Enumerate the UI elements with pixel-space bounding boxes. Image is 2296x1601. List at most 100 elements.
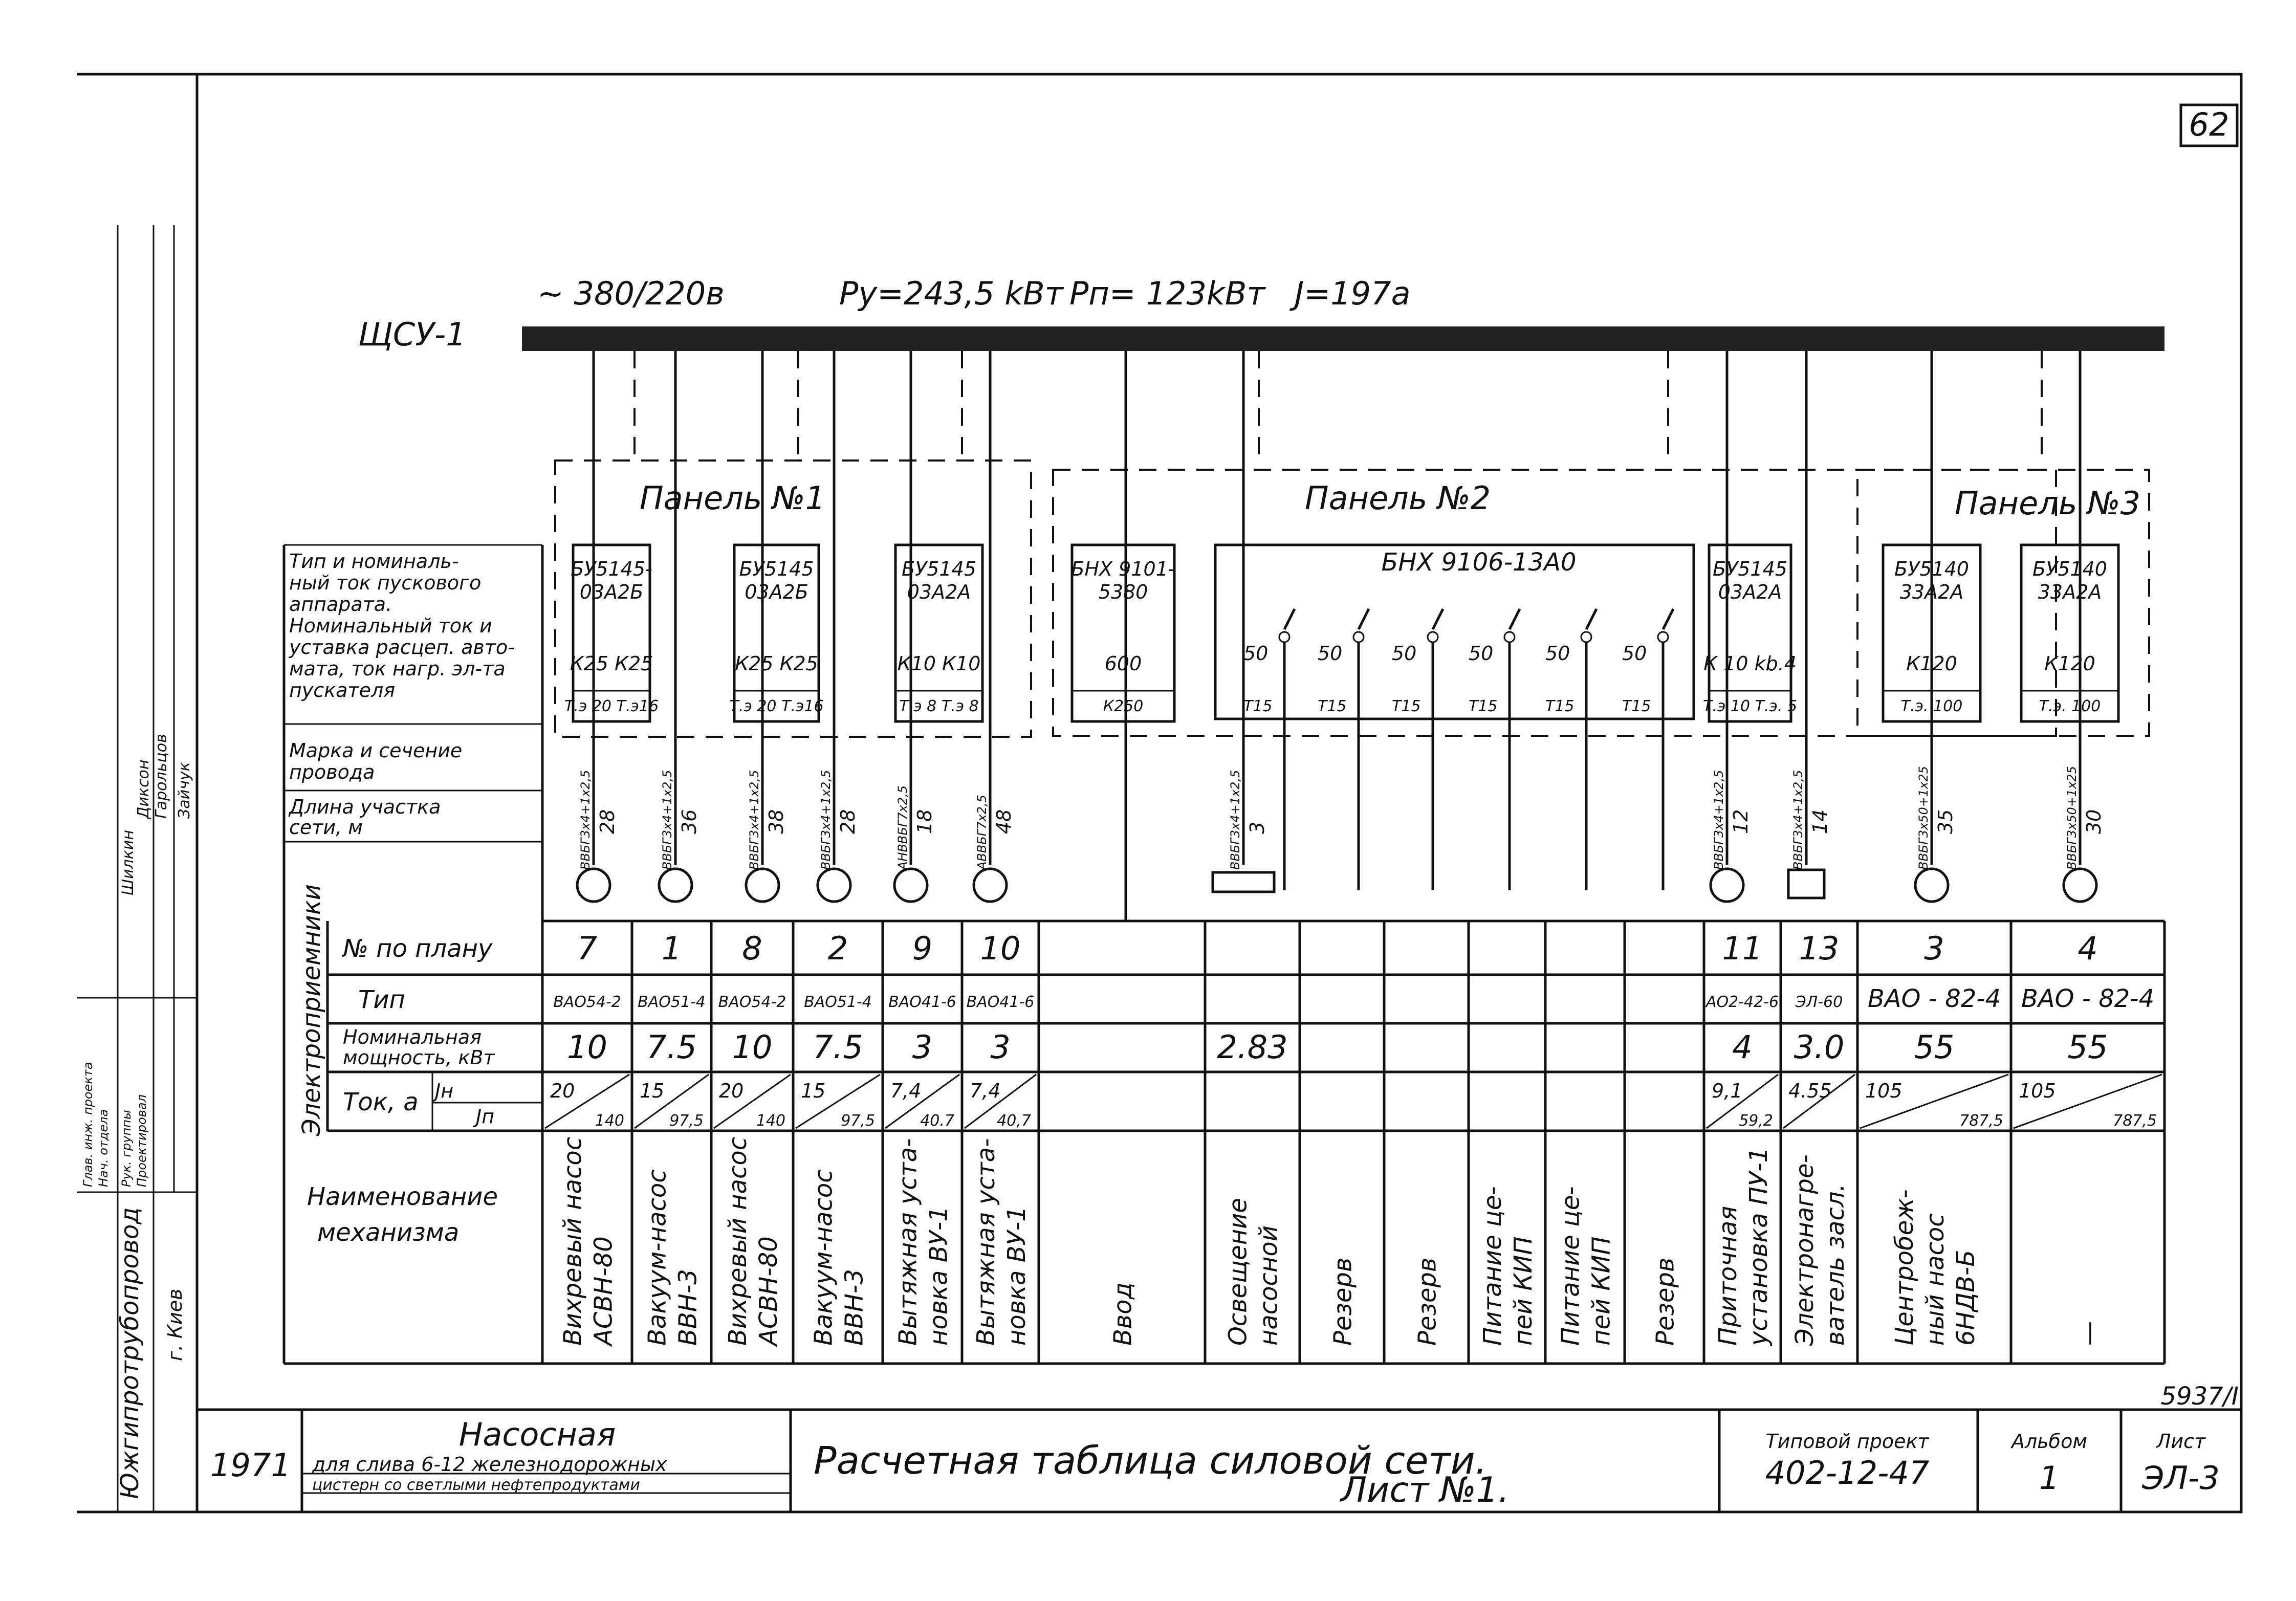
- mechanism-name: Центробеж-: [1890, 1189, 1919, 1346]
- switch-node: [1352, 631, 1365, 643]
- apparatus-type-line-2: 03А2Б: [745, 581, 808, 603]
- switch-contact: [1283, 608, 1296, 630]
- rowlabel-apparatus-line: аппарата.: [289, 593, 392, 616]
- apparatus-box: [1708, 543, 1792, 723]
- switch-rating: 50: [1622, 642, 1647, 665]
- rated-current: 7,4: [970, 1080, 1000, 1102]
- rowlabel-length-line: Длина участка: [288, 796, 441, 818]
- mechanism-name: ВВН-3: [674, 1269, 703, 1346]
- start-current: 140: [756, 1112, 785, 1130]
- feeder-wire-mark: ВВБГ3х4+1х2,5: [747, 770, 761, 870]
- plan-number: 8: [742, 930, 762, 967]
- feeder-wire-mark: ВВБГ3х50+1х25: [1916, 766, 1931, 870]
- motor-type: ВАО51-4: [804, 993, 872, 1011]
- motor-type: ВАО54-2: [718, 993, 786, 1011]
- tb-object: Насосная: [459, 1416, 616, 1453]
- side-role-1: Нач. отдела: [96, 1109, 111, 1187]
- rated-power: 55: [2068, 1028, 2108, 1066]
- tb-year: 1971: [210, 1446, 291, 1484]
- rated-current: 7,4: [890, 1080, 921, 1102]
- mechanism-name: Вихревый насос: [724, 1137, 752, 1346]
- mechanism-name: Резерв: [1651, 1258, 1680, 1346]
- switch-node: [1503, 631, 1516, 643]
- apparatus-type-line-2: 03А2А: [1718, 581, 1782, 603]
- rated-power: 10: [567, 1028, 607, 1066]
- switch-heater: Т15: [1469, 697, 1498, 715]
- plan-number: 4: [2078, 930, 2097, 967]
- rated-current: 20: [719, 1080, 744, 1102]
- current-diagonal: [795, 1073, 881, 1129]
- tb-object-desc-1: для слива 6-12 железнодорожных: [312, 1453, 667, 1476]
- motor-symbol: [1709, 867, 1745, 903]
- rated-current: 4.55: [1788, 1080, 1832, 1102]
- table-label-mech-2: механизма: [317, 1218, 459, 1247]
- rated-power: 3.0: [1794, 1028, 1845, 1066]
- plan-number: 2: [828, 930, 848, 967]
- apparatus-heater: Т.э. 100: [2039, 697, 2101, 715]
- mechanism-name: ВВН-3: [840, 1269, 869, 1346]
- plan-number: 7: [577, 930, 597, 967]
- feeder-wire-mark: ВВБГ3х4+1х2,5: [1791, 770, 1805, 870]
- panel-3-outline: [1856, 469, 2150, 737]
- switch-rating: 50: [1243, 642, 1268, 665]
- feeder-length: 36: [678, 809, 701, 834]
- bus-current: J=197а: [1289, 275, 1411, 312]
- side-role-0: Глав. инж. проекта: [81, 1062, 95, 1187]
- plan-number: 3: [1924, 930, 1944, 967]
- feeder-wire-mark: ВВБГ3х4+1х2,5: [819, 770, 833, 870]
- panel-3-label: Панель №3: [1955, 485, 2140, 522]
- tb-list-no: ЭЛ-3: [2141, 1459, 2220, 1497]
- mechanism-name: ный насос: [1921, 1213, 1950, 1346]
- rowlabel-length-line: сети, м: [289, 816, 363, 839]
- mechanism-name: Освещение: [1224, 1198, 1253, 1346]
- panel-2-header: БНХ 9106-13А0: [1381, 548, 1576, 577]
- table-label-power-1: Номинальная: [343, 1026, 482, 1048]
- apparatus-heater: Т.э 20 Т.э16: [729, 697, 823, 715]
- feeder-wire-mark: ВВБГ3х4+1х2,5: [1712, 770, 1726, 870]
- motor-type: ВАО54-2: [553, 993, 621, 1011]
- panel-1-label: Панель №1: [640, 479, 825, 517]
- motor-symbol: [2062, 867, 2098, 903]
- switch-contact: [1508, 608, 1521, 630]
- rated-power: 7.5: [813, 1028, 863, 1066]
- motor-type: ВАО - 82-4: [2021, 984, 2154, 1013]
- rated-current: 105: [1865, 1080, 1903, 1102]
- rated-power: 7.5: [646, 1028, 697, 1066]
- feeder-wire-mark: ВВБГ3х4+1х2,5: [1228, 770, 1242, 870]
- apparatus-type-line-1: БУ5145: [902, 558, 976, 580]
- apparatus-type-line-1: БУ5145-: [571, 558, 652, 580]
- current-diagonal: [1783, 1073, 1855, 1129]
- current-diagonal: [885, 1073, 960, 1129]
- motor-symbol: [972, 867, 1008, 903]
- side-name-2: Гарольцов: [152, 734, 170, 819]
- apparatus-type-line-1: БУ5145: [739, 558, 814, 580]
- tb-album-label: Альбом: [2010, 1430, 2087, 1453]
- feeder-length: 12: [1730, 809, 1752, 834]
- mechanism-name: насосной: [1255, 1225, 1283, 1346]
- bus-name: ЩСУ-1: [358, 316, 466, 353]
- table-label-current: Ток, а: [343, 1088, 419, 1116]
- rowlabel-apparatus-line: Номинальный ток и: [289, 615, 492, 637]
- feeder-length: 35: [1934, 809, 1957, 834]
- switch-rating: 50: [1545, 642, 1570, 665]
- current-diagonal: [544, 1073, 630, 1129]
- feeder-length: 28: [837, 809, 859, 834]
- side-name-3: Зайчук: [176, 762, 193, 819]
- mechanism-name: Вакуум-насос: [643, 1169, 672, 1346]
- mechanism-name: новка ВУ-1: [925, 1206, 953, 1346]
- apparatus-rating: 600: [1105, 652, 1142, 675]
- tb-drawing-title: Расчетная таблица силовой сети.: [814, 1439, 1487, 1483]
- heater-load-symbol: [1787, 868, 1826, 900]
- table-label-ip: Jп: [472, 1105, 494, 1128]
- mechanism-name: Вакуум-насос: [810, 1169, 838, 1346]
- switch-heater: Т15: [1622, 697, 1651, 715]
- feeder-length: 30: [2083, 809, 2105, 834]
- motor-type: ЭЛ-60: [1795, 993, 1843, 1011]
- feeder-length: 3: [1246, 822, 1269, 834]
- tb-list-label: Лист: [2155, 1430, 2206, 1453]
- plan-number: 9: [912, 930, 932, 967]
- sheet-number-box: [2179, 103, 2239, 147]
- bus-calc-power: Pп= 123kВт: [1069, 275, 1266, 312]
- start-current: 140: [595, 1112, 624, 1130]
